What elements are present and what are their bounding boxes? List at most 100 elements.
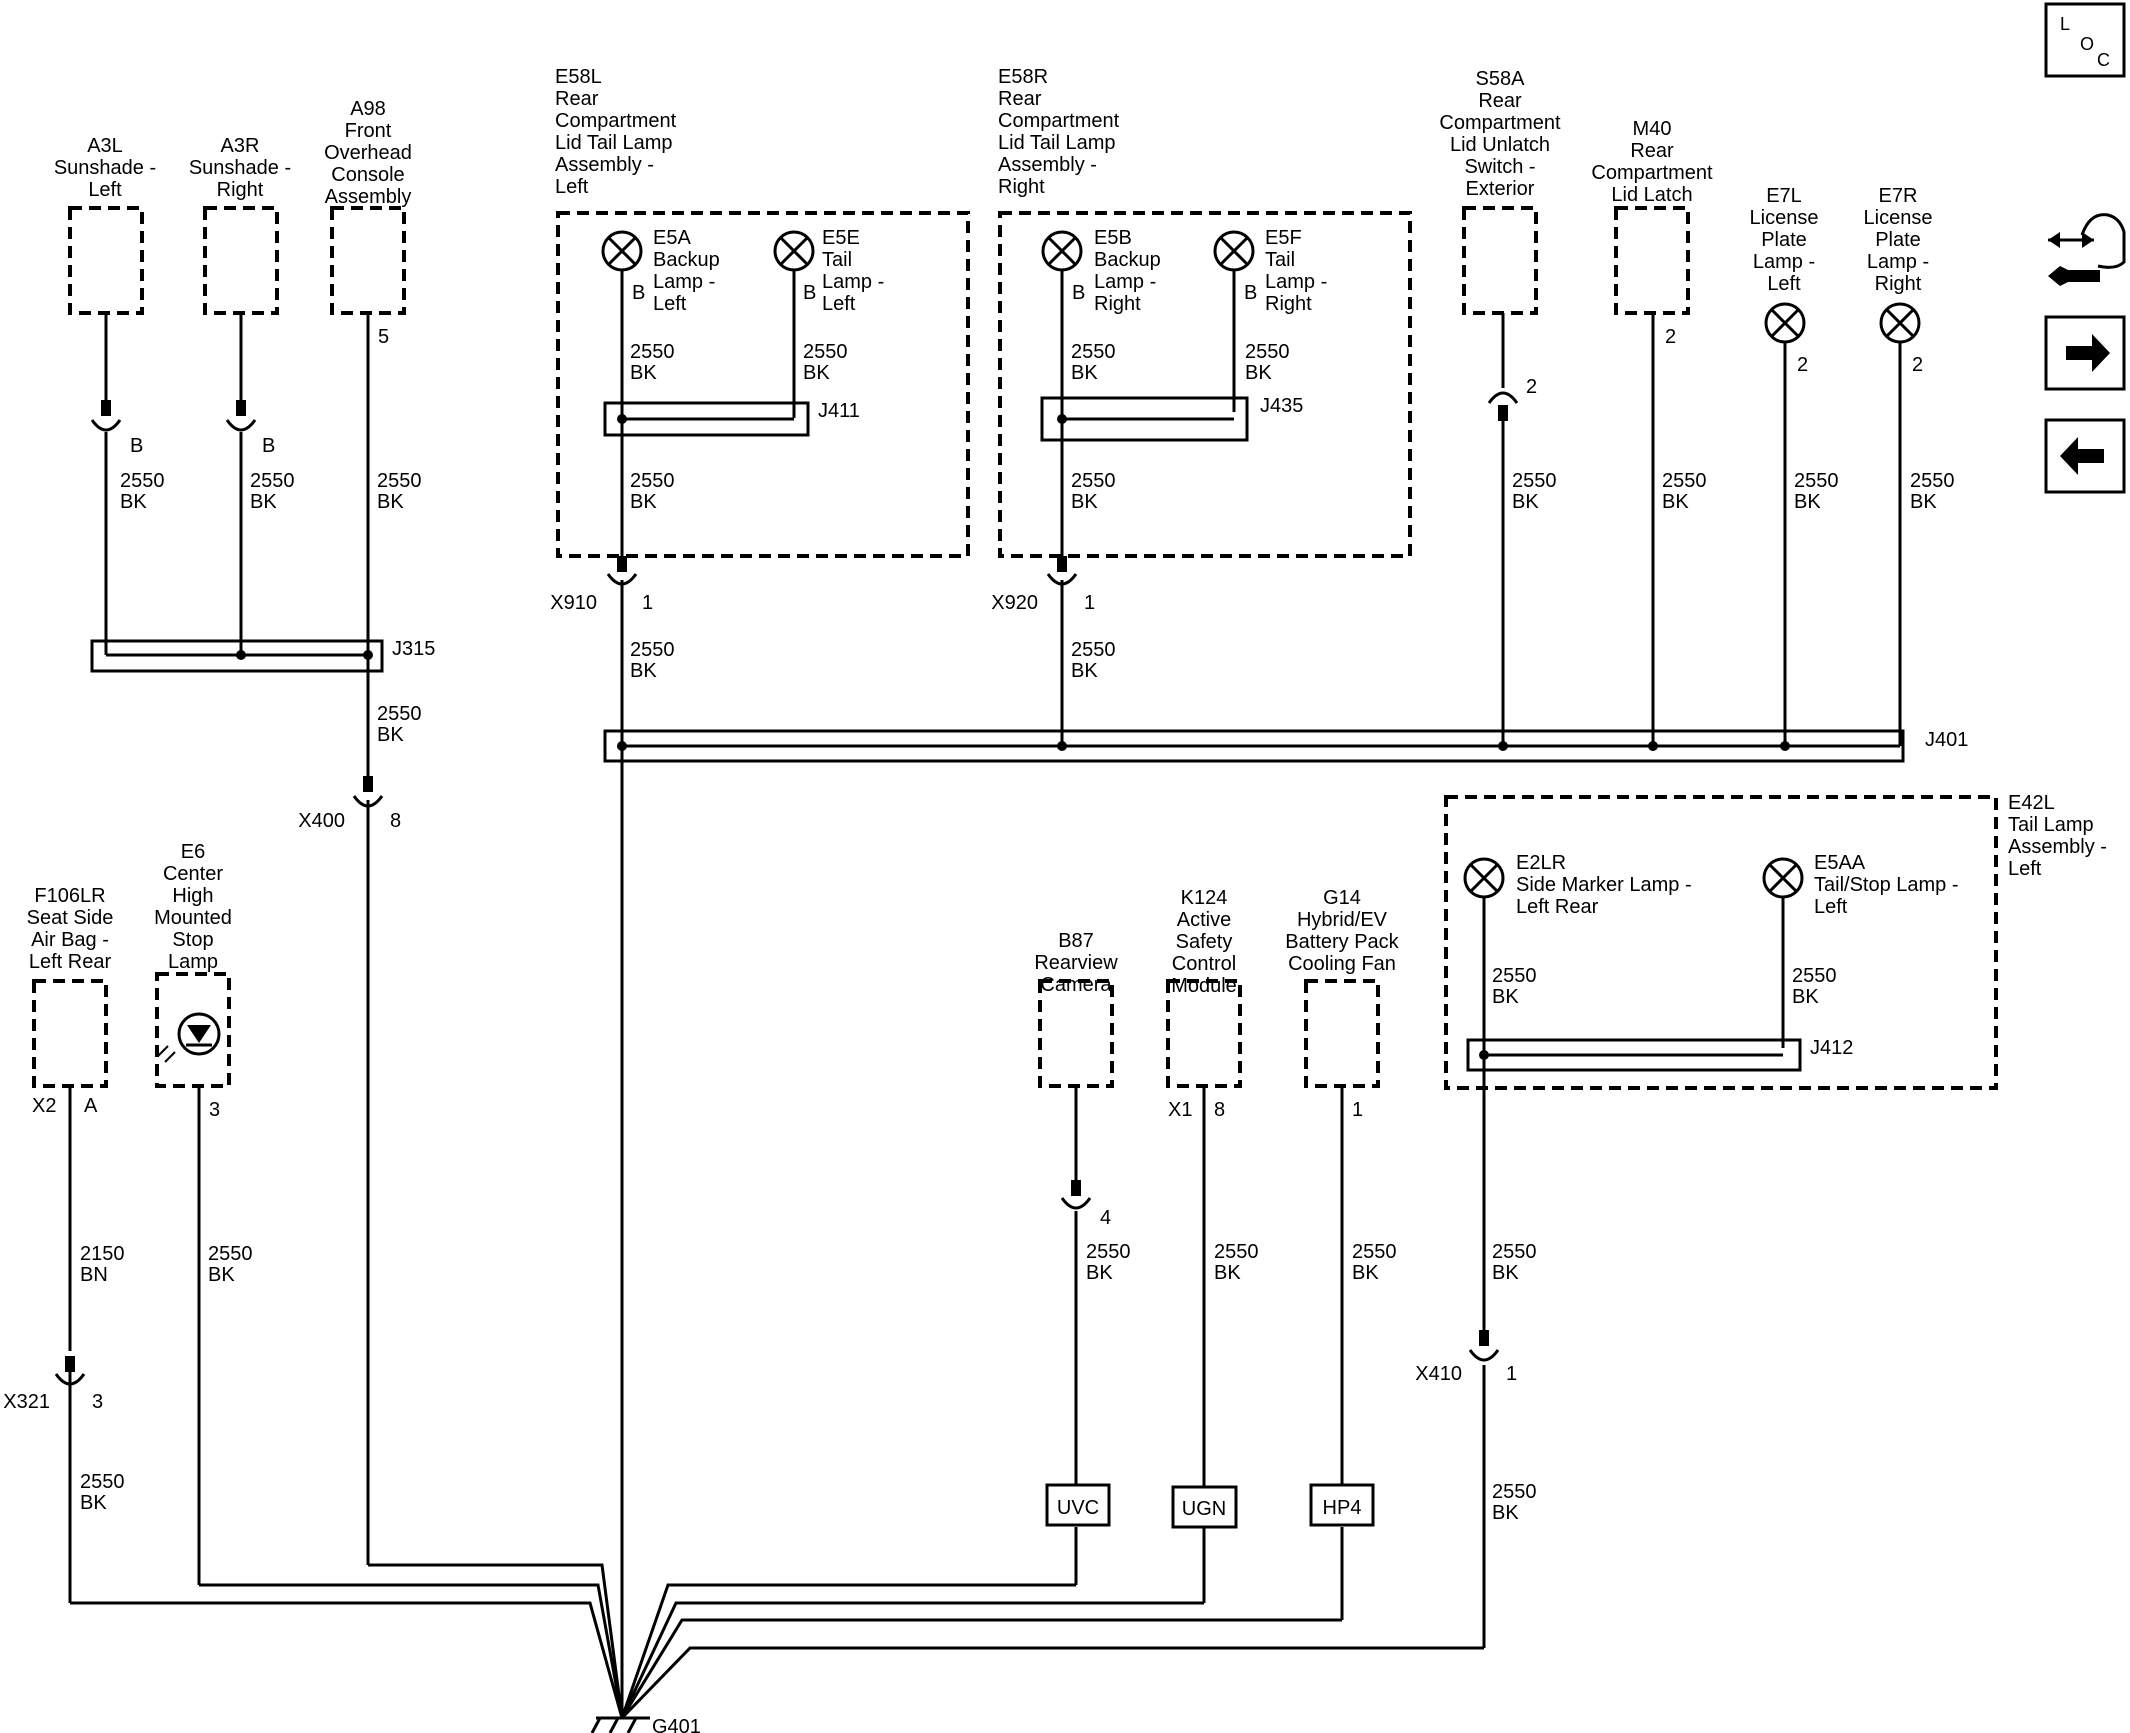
splice-j401 [603, 729, 1905, 763]
pin-e5e: B [803, 282, 816, 304]
ground-label: G401 [652, 1716, 701, 1733]
g14-box [1304, 979, 1380, 1088]
connector-a3l-cup [90, 400, 122, 432]
arrow-right-icon [2066, 334, 2110, 372]
led-e6-icon [157, 1012, 221, 1063]
lamp-e5aa-icon [1762, 857, 1804, 899]
a3r-box [203, 206, 279, 315]
connector-x910-pin: 1 [642, 592, 653, 614]
previous-page-button[interactable] [2044, 418, 2126, 494]
pin-k124: 8 [1214, 1099, 1225, 1121]
connector-x410-cup [1468, 1330, 1500, 1362]
svg-text:O: O [2080, 34, 2094, 54]
connector-x410-pin: 1 [1506, 1363, 1517, 1385]
connector-x410: X410 [1415, 1363, 1462, 1385]
module-uvc: UVC [1057, 1497, 1099, 1519]
connector-tool-icon[interactable] [2048, 213, 2126, 286]
lamp-e5f-icon [1213, 230, 1255, 272]
splice-label-j401: J401 [1925, 729, 1968, 751]
splice-label-j315: J315 [392, 638, 435, 660]
splice-j412 [1466, 1038, 1802, 1072]
e6-box [155, 972, 231, 1088]
pin-a3r: B [262, 435, 275, 457]
s58a-box [1462, 206, 1538, 315]
pin-g14: 1 [1352, 1099, 1363, 1121]
connector-s58a-cup [1487, 391, 1519, 421]
lamp-e5a-icon [601, 230, 643, 272]
pin-s58a: 2 [1526, 376, 1537, 398]
loc-button[interactable]: L O C [2044, 2, 2126, 78]
pin-e6: 3 [209, 1099, 220, 1121]
connector-b87-cup [1060, 1180, 1092, 1210]
connector-x920-pin: 1 [1084, 592, 1095, 614]
connector-x321-cup [54, 1356, 86, 1386]
connector-x321-pin: 3 [92, 1391, 103, 1413]
pin-e7r: 2 [1912, 354, 1923, 376]
pin-f106-connector: X2 [32, 1095, 56, 1117]
connector-a3r-cup [225, 400, 257, 432]
pin-b87: 4 [1100, 1207, 1111, 1229]
module-hp4-box [1309, 1483, 1375, 1527]
lamp-e5b-icon [1041, 230, 1083, 272]
module-hp4: HP4 [1323, 1497, 1362, 1519]
splice-label-j411: J411 [818, 400, 860, 422]
connector-x321: X321 [3, 1391, 50, 1413]
connector-x400: X400 [298, 810, 345, 832]
b87-box [1038, 979, 1114, 1088]
connector-x920-cup [1046, 556, 1078, 586]
f106lr-box [32, 979, 108, 1088]
splice-label-j435: J435 [1260, 395, 1303, 417]
a98-box [330, 206, 406, 315]
next-page-button[interactable] [2044, 315, 2126, 391]
connector-x400-cup [352, 776, 384, 808]
pin-m40: 2 [1665, 326, 1676, 348]
module-ugn-box [1171, 1485, 1238, 1529]
module-ugn: UGN [1182, 1498, 1226, 1520]
pin-e5f: B [1244, 282, 1257, 304]
ground-g401-icon [590, 1716, 650, 1733]
svg-text:C: C [2097, 50, 2110, 70]
connector-x910: X910 [550, 592, 597, 614]
lamp-e5e-icon [773, 230, 815, 272]
pin-a98: 5 [378, 326, 389, 348]
module-uvc-box [1045, 1483, 1111, 1527]
pin-e5a: B [632, 282, 645, 304]
splice-j315 [90, 639, 384, 673]
pin-e7l: 2 [1797, 354, 1808, 376]
lamp-e7r-icon [1879, 302, 1921, 344]
